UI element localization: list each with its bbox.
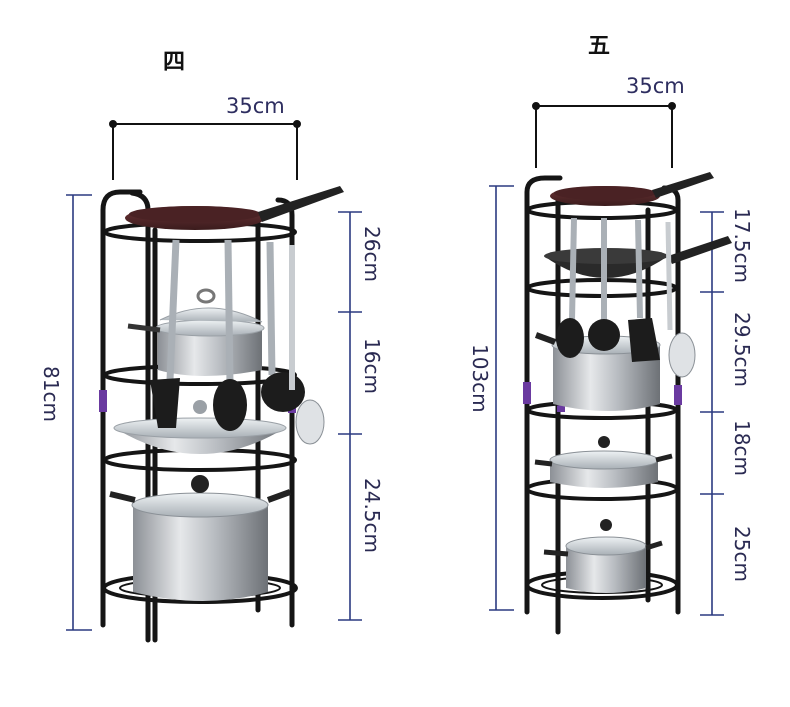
- right-rack: [489, 102, 732, 635]
- right-total-height-label: 103cm: [468, 344, 492, 413]
- left-wok: [113, 400, 287, 454]
- right-tier-label-2: 29.5cm: [730, 312, 754, 388]
- left-utensils: [150, 239, 325, 445]
- left-height-dimension: [66, 194, 92, 631]
- left-total-height-label: 81cm: [39, 366, 63, 422]
- left-tier-dimensions: [338, 211, 362, 621]
- left-pot-small: [127, 288, 265, 376]
- right-frying-pan: [550, 172, 714, 206]
- right-pot-small: [543, 519, 663, 593]
- right-utensils: [556, 217, 696, 378]
- left-tier-label-1: 26cm: [360, 226, 384, 282]
- right-width-dimension: [532, 102, 676, 168]
- left-width-label: 35cm: [226, 94, 285, 118]
- left-rack: [66, 120, 362, 643]
- left-frying-pan: [125, 186, 344, 230]
- left-tier-label-3: 24.5cm: [360, 478, 384, 554]
- right-tier-label-4: 25cm: [730, 526, 754, 582]
- right-rack-title: 五: [588, 34, 611, 59]
- right-width-label: 35cm: [626, 74, 685, 98]
- left-width-dimension: [109, 120, 301, 180]
- left-tier-label-2: 16cm: [360, 338, 384, 394]
- left-rack-title: 四: [163, 50, 186, 75]
- left-stock-pot: [109, 475, 292, 601]
- right-height-dimension: [489, 185, 514, 611]
- right-tier-dimensions: [700, 211, 724, 616]
- right-pot-medium: [534, 436, 673, 488]
- right-tier-label-3: 18cm: [730, 420, 754, 476]
- right-tier-label-1: 17.5cm: [730, 208, 754, 284]
